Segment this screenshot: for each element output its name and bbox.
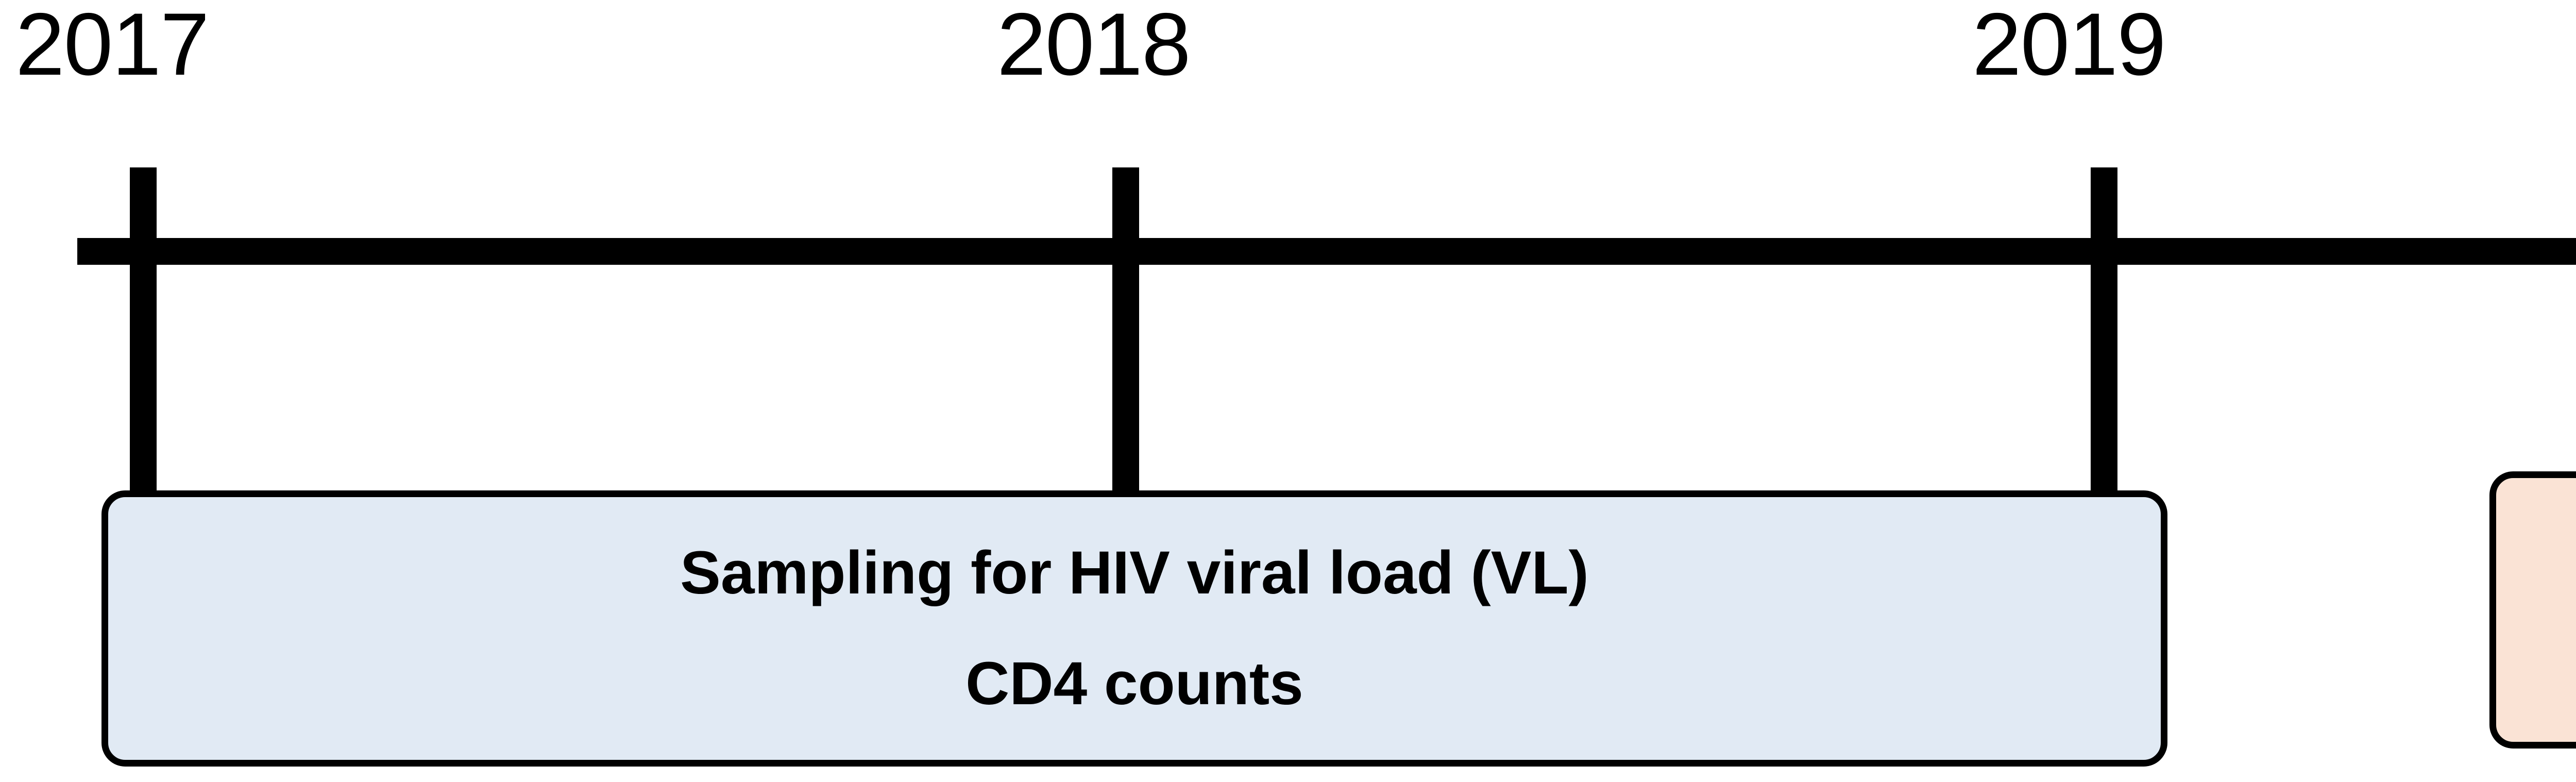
- event-box-opportunist-infections: Sampling for Diagnosis of Opportunist In…: [2489, 471, 2576, 749]
- tick-mark-2018: [1112, 167, 1139, 493]
- tick-mark-2017: [130, 167, 157, 493]
- year-label-2017: 2017: [15, 0, 210, 94]
- year-label-2018: 2018: [997, 0, 1191, 94]
- event-box-viral-load-line-2: CD4 counts: [965, 650, 1303, 718]
- event-box-viral-load-line-1: Sampling for HIV viral load (VL): [680, 539, 1589, 607]
- year-label-2019: 2019: [1972, 0, 2166, 94]
- event-box-viral-load: Sampling for HIV viral load (VL) CD4 cou…: [101, 490, 2167, 767]
- timeline-axis-line: [77, 238, 2576, 265]
- tick-mark-2019: [2091, 167, 2117, 493]
